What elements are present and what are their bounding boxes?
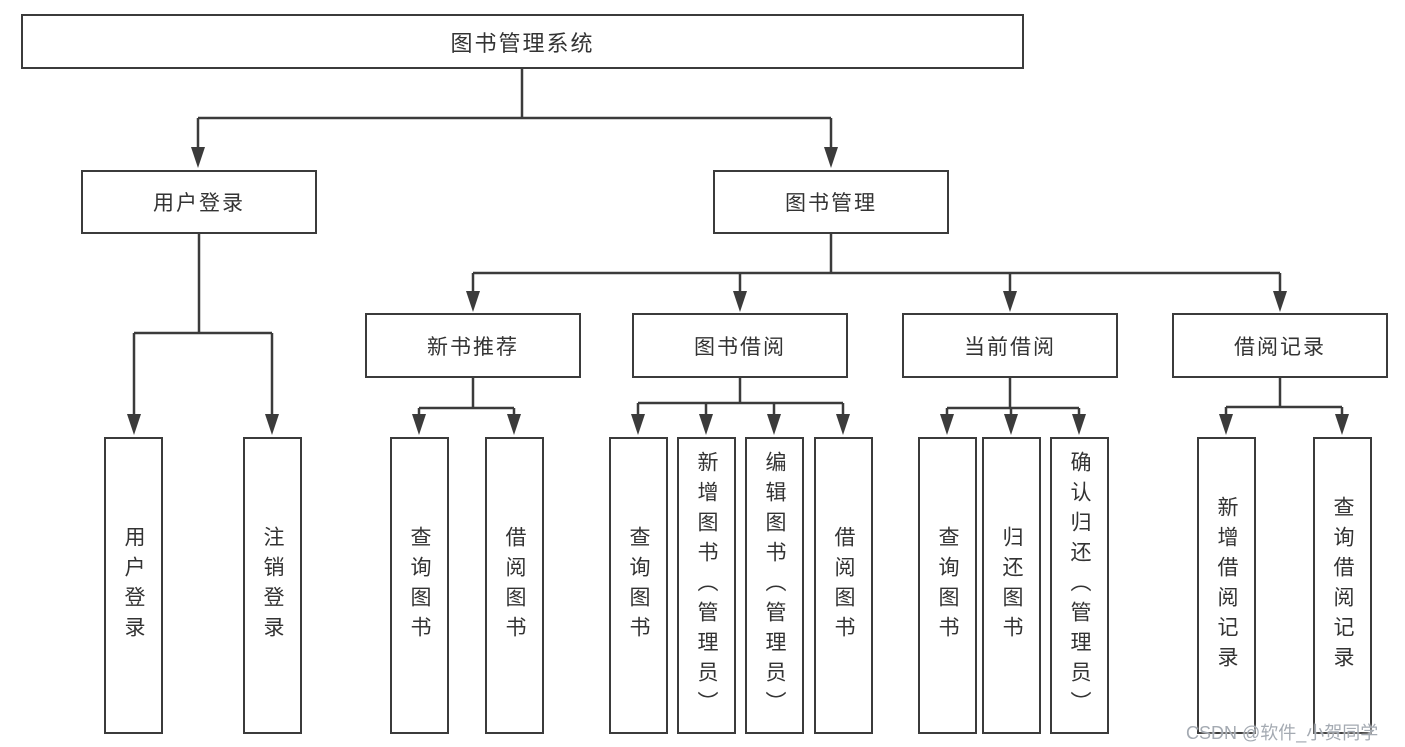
connector-book-borrow-to-leaves bbox=[636, 378, 845, 418]
node-query-books-current-label: 查询图书 bbox=[936, 525, 959, 646]
node-borrow-books-leaf: 借阅图书 bbox=[814, 437, 873, 734]
connector-root-to-level2 bbox=[196, 69, 833, 149]
arrowheads bbox=[127, 147, 1349, 435]
connector-user-login-to-leaves bbox=[132, 234, 274, 417]
node-query-books-recommend-label: 查询图书 bbox=[408, 525, 431, 646]
node-confirm-return-admin-label: 确认归还（管理员） bbox=[1068, 450, 1091, 721]
node-borrow-books-recommend: 借阅图书 bbox=[485, 437, 544, 734]
connector-borrow-records-to-leaves bbox=[1224, 378, 1344, 418]
connector-book-mgmt-to-level3 bbox=[471, 234, 1282, 294]
node-root-label: 图书管理系统 bbox=[450, 30, 595, 56]
connector-current-borrow-to-leaves bbox=[945, 378, 1081, 418]
node-borrow-books-recommend-label: 借阅图书 bbox=[503, 525, 526, 646]
node-new-book-recommend: 新书推荐 bbox=[365, 313, 581, 378]
node-logout-leaf-label: 注销登录 bbox=[261, 525, 284, 646]
node-user-login-leaf: 用户登录 bbox=[104, 437, 163, 734]
node-return-books: 归还图书 bbox=[982, 437, 1041, 734]
node-query-books-borrow-label: 查询图书 bbox=[627, 525, 650, 646]
node-add-borrow-record: 新增借阅记录 bbox=[1197, 437, 1256, 734]
node-user-login-label: 用户登录 bbox=[153, 192, 245, 215]
node-current-borrow: 当前借阅 bbox=[902, 313, 1118, 378]
node-query-books-borrow: 查询图书 bbox=[609, 437, 668, 734]
node-query-borrow-record: 查询借阅记录 bbox=[1313, 437, 1372, 734]
node-logout-leaf: 注销登录 bbox=[243, 437, 302, 734]
node-current-borrow-label: 当前借阅 bbox=[964, 335, 1056, 359]
node-add-books-admin-label: 新增图书（管理员） bbox=[695, 450, 718, 721]
node-edit-books-admin-label: 编辑图书（管理员） bbox=[763, 450, 786, 721]
node-book-borrow-label: 图书借阅 bbox=[694, 335, 786, 359]
node-borrow-records-label: 借阅记录 bbox=[1234, 335, 1326, 359]
node-new-book-recommend-label: 新书推荐 bbox=[427, 335, 519, 359]
node-book-management-label: 图书管理 bbox=[785, 192, 877, 215]
node-root: 图书管理系统 bbox=[21, 14, 1024, 69]
node-book-management: 图书管理 bbox=[713, 170, 949, 234]
node-book-borrow: 图书借阅 bbox=[632, 313, 848, 378]
node-confirm-return-admin: 确认归还（管理员） bbox=[1050, 437, 1109, 734]
node-borrow-books-leaf-label: 借阅图书 bbox=[832, 525, 855, 646]
node-add-borrow-record-label: 新增借阅记录 bbox=[1215, 495, 1238, 676]
node-add-books-admin: 新增图书（管理员） bbox=[677, 437, 736, 734]
node-query-books-recommend: 查询图书 bbox=[390, 437, 449, 734]
node-query-books-current: 查询图书 bbox=[918, 437, 977, 734]
node-return-books-label: 归还图书 bbox=[1000, 525, 1023, 646]
node-query-borrow-record-label: 查询借阅记录 bbox=[1331, 495, 1354, 676]
node-borrow-records: 借阅记录 bbox=[1172, 313, 1388, 378]
node-edit-books-admin: 编辑图书（管理员） bbox=[745, 437, 804, 734]
node-user-login-leaf-label: 用户登录 bbox=[122, 525, 145, 646]
watermark-text: CSDN @软件_小贺同学 bbox=[1186, 723, 1379, 743]
connector-new-book-rec-to-leaves bbox=[417, 378, 516, 418]
node-user-login: 用户登录 bbox=[81, 170, 317, 234]
